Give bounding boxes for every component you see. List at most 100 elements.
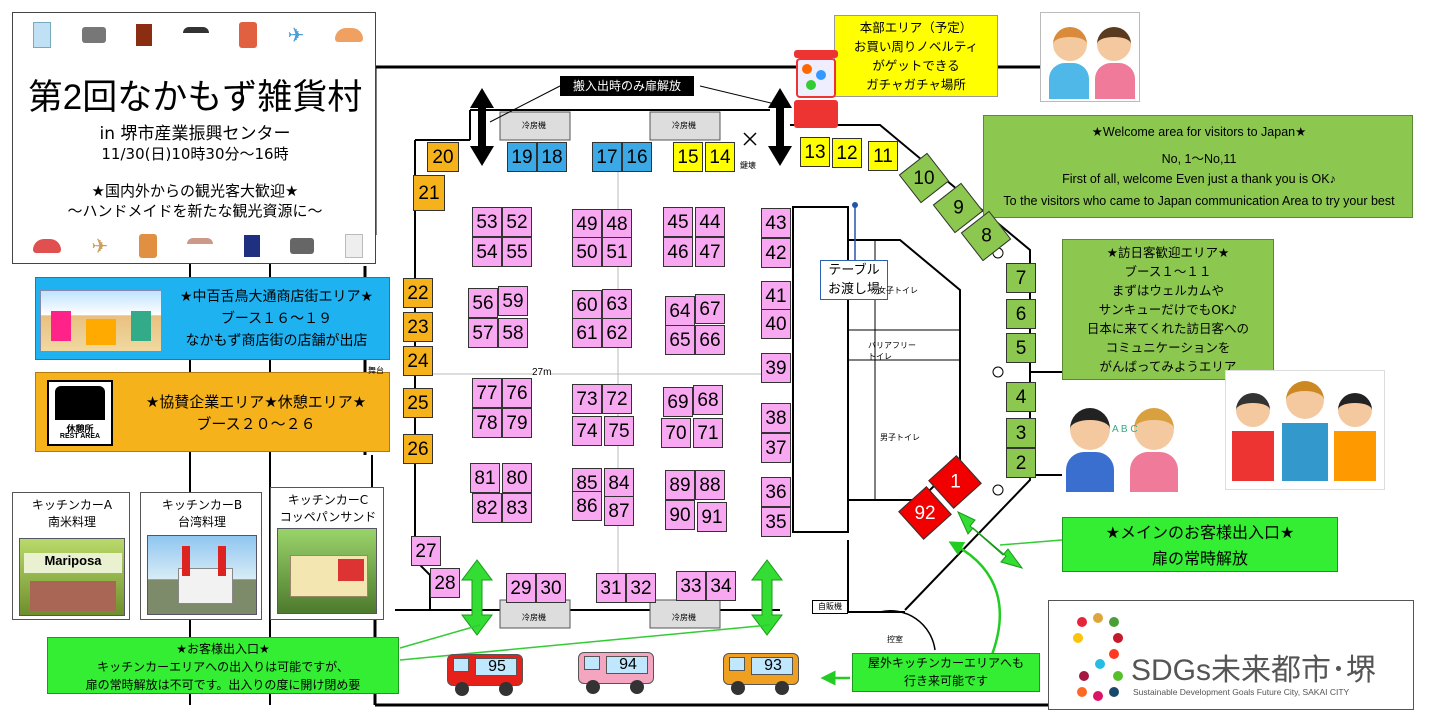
stage-label: 舞台	[368, 366, 384, 375]
booth-44: 44	[695, 207, 725, 237]
truck-number: 93	[764, 657, 782, 674]
booth-16: 16	[622, 142, 652, 172]
title-card: ✈ 第2回なかもず雑貨村 in 堺市産業振興センター 11/30(日)10時30…	[12, 12, 376, 264]
dimension-label: 27m	[532, 367, 552, 378]
booth-75: 75	[604, 416, 634, 446]
booth-47: 47	[695, 237, 725, 267]
booth-17: 17	[592, 142, 622, 172]
booth-14: 14	[705, 142, 735, 172]
booth-35: 35	[761, 507, 791, 537]
booth-34: 34	[706, 571, 736, 601]
booth-73: 73	[572, 384, 602, 414]
rest-sign-jp: 休憩所	[66, 425, 94, 435]
booth-61: 61	[572, 318, 602, 348]
airplane-icon: ✈	[91, 234, 109, 258]
event-venue: in 堺市産業振興センター	[99, 124, 291, 144]
women-restroom-label: 女子トイレ	[878, 286, 918, 295]
men-restroom-label: 男子トイレ	[880, 433, 920, 442]
booth-86: 86	[572, 491, 602, 521]
welcome-area-en-box: ★Welcome area for visitors to Japan★ No,…	[983, 115, 1413, 218]
rest-sign-en: REST AREA	[59, 433, 101, 440]
booth-82: 82	[472, 493, 502, 523]
booth-87: 87	[604, 496, 634, 526]
booth-54: 54	[472, 237, 502, 267]
booth-51: 51	[602, 237, 632, 267]
booth-81: 81	[470, 463, 500, 493]
booth-40: 40	[761, 309, 791, 339]
kitchen-car-c-name: キッチンカーC	[287, 493, 369, 507]
booth-53: 53	[472, 207, 502, 237]
event-title: 第2回なかもず雑貨村	[27, 78, 363, 117]
sdgs-logo-subtext: Sustainable Development Goals Future Cit…	[1133, 687, 1350, 697]
booth-52: 52	[502, 207, 532, 237]
booth-79: 79	[502, 408, 532, 438]
booth-80: 80	[502, 463, 532, 493]
cooler-label: 冷房機	[672, 121, 696, 130]
booth-13: 13	[800, 137, 830, 167]
hq-area-box: 本部エリア（予定） お買い周りノベルティ がゲットできる ガチャガチャ場所	[834, 15, 998, 97]
booth-57: 57	[468, 318, 498, 348]
control-room-label: 控室	[887, 635, 903, 644]
booth-5: 5	[1006, 333, 1036, 363]
truck-wheel-icon	[586, 680, 600, 694]
booth-30: 30	[536, 573, 566, 603]
sdgs-wheel-icon	[1069, 613, 1125, 701]
shotengai-text: ★中百舌鳥大通商店街エリア★ ブース１６～１９ なかもず商店街の店舗が出店	[179, 289, 374, 349]
booth-50: 50	[572, 237, 602, 267]
outdoor-kitchen-note: 屋外キッチンカーエリアへも 行き来可能です	[852, 653, 1040, 692]
booth-90: 90	[665, 500, 695, 530]
truck-number: 95	[488, 658, 506, 675]
booth-31: 31	[596, 573, 626, 603]
booth-64: 64	[665, 296, 695, 326]
cooler-label: 冷房機	[522, 121, 546, 130]
shotengai-area-box: ★中百舌鳥大通商店街エリア★ ブース１６～１９ なかもず商店街の店舗が出店	[35, 277, 390, 360]
kitchen-car-b-card: キッチンカーB 台湾料理	[140, 492, 262, 620]
booth-29: 29	[506, 573, 536, 603]
booth-70: 70	[661, 418, 691, 448]
shopping-street-illustration	[40, 290, 162, 352]
welcome-area-jp-box: ★訪日客歓迎エリア★ ブース１～１１ まずはウェルカムや サンキューだけでもOK…	[1062, 239, 1274, 380]
kitchen-truck-94: 94	[578, 648, 654, 694]
kitchen-car-c-desc: コッペパンサンド	[279, 510, 377, 524]
welcome-en-line4: To the visitors who came to Japan commun…	[1003, 194, 1395, 208]
booth-63: 63	[602, 289, 632, 319]
travel-icons-top: ✈	[33, 21, 363, 49]
booth-76: 76	[502, 378, 532, 408]
sponsor-text: ★協賛企業エリア★休憩エリア★ ブース２０～２６	[145, 393, 367, 433]
booth-78: 78	[472, 408, 502, 438]
vending-machine-label: 自販機	[812, 600, 848, 614]
welcome-en-line1: ★Welcome area for visitors to Japan★	[1091, 125, 1307, 139]
booth-65: 65	[665, 325, 695, 355]
booth-15: 15	[673, 142, 703, 172]
booth-56: 56	[468, 288, 498, 318]
booth-18: 18	[537, 142, 567, 172]
booth-42: 42	[761, 238, 791, 268]
event-slogan: ★国内外からの観光客大歓迎★ ～ハンドメイドを新たな観光資源に～	[67, 182, 323, 220]
booth-43: 43	[761, 208, 791, 238]
hat-icon	[334, 28, 363, 42]
hat-icon	[33, 239, 61, 253]
booth-55: 55	[502, 237, 532, 267]
booth-25: 25	[403, 388, 433, 418]
booth-24: 24	[403, 346, 433, 376]
booth-28: 28	[430, 568, 460, 598]
booth-89: 89	[665, 470, 695, 500]
loading-door-label: 搬入出時のみ扉解放	[560, 76, 694, 96]
booth-71: 71	[693, 418, 723, 448]
conversation-illustration: A B C	[1062, 390, 1187, 495]
suitcase-icon	[138, 234, 157, 258]
booth-67: 67	[695, 294, 725, 324]
sdgs-logo-box: SDGs未来都市･堺 Sustainable Development Goals…	[1048, 600, 1414, 710]
booth-74: 74	[572, 416, 602, 446]
customer-entrance-box: ★お客様出入口★ キッチンカーエリアへの出入りは可能ですが、 扉の常時解放は不可…	[47, 637, 399, 694]
booth-38: 38	[761, 403, 791, 433]
kitchen-car-b-photo	[147, 535, 257, 615]
kitchen-car-c-photo	[277, 528, 377, 614]
barrier-free-restroom-label: バリアフリー トイレ	[868, 341, 916, 361]
truck-number: 94	[619, 656, 637, 673]
truck-wheel-icon	[731, 681, 745, 695]
truck-wheel-icon	[775, 681, 789, 695]
sponsor-area-box: 休憩所 REST AREA ★協賛企業エリア★休憩エリア★ ブース２０～２６	[35, 372, 390, 452]
sdgs-logo-text: SDGs未来都市･堺	[1131, 654, 1377, 687]
rest-area-sign: 休憩所 REST AREA	[47, 380, 113, 446]
